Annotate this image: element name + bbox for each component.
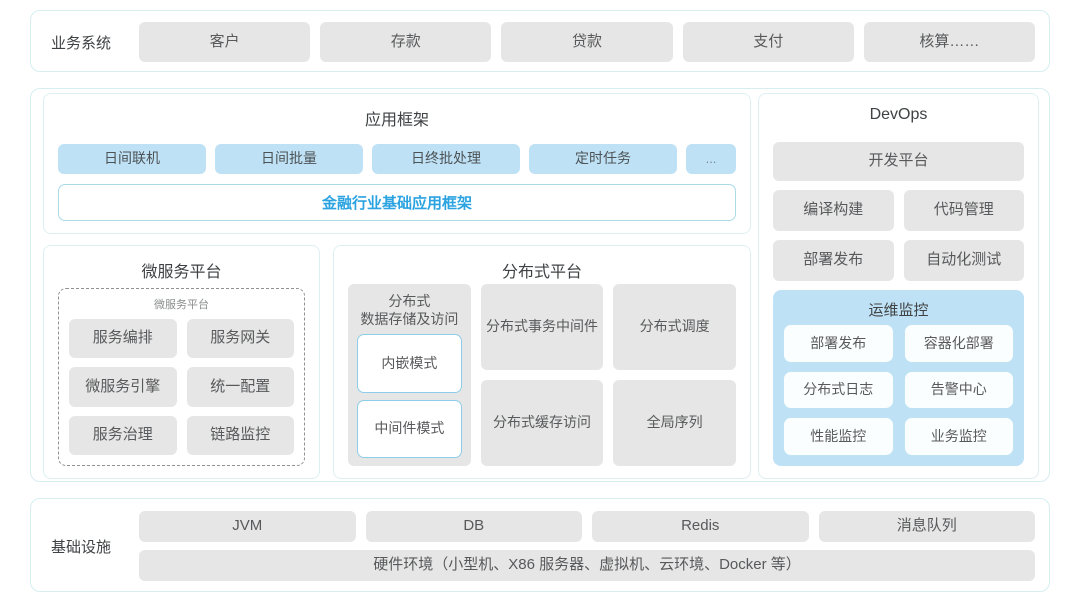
infrastructure-redis[interactable]: Redis [592, 511, 809, 542]
distributed-storage-modes: 内嵌模式 中间件模式 [357, 334, 462, 458]
infrastructure-message-queue[interactable]: 消息队列 [818, 511, 1035, 542]
distributed-platform-panel: 分布式平台 分布式 数据存储及访问 内嵌模式 中间件模式 [333, 245, 751, 479]
ops-business-monitoring[interactable]: 业务监控 [903, 417, 1014, 456]
business-systems-panel: 业务系统 客户 存款 贷款 支付 核算…… [30, 10, 1050, 72]
devops-compile-build[interactable]: 编译构建 [773, 190, 894, 231]
ops-monitoring-title: 运维监控 [868, 302, 929, 319]
platform-right-column: DevOps 开发平台 编译构建 代码管理 部署发布 自动化测试 运维监控 部署… [758, 93, 1039, 479]
distributed-data-storage-caption-line1: 分布式 [388, 293, 431, 309]
global-sequence[interactable]: 全局序列 [613, 380, 736, 466]
distributed-platform-body: 分布式 数据存储及访问 内嵌模式 中间件模式 分布式 事务中间件 [348, 284, 736, 466]
platform-left-column: 应用框架 日间联机 日间批量 日终批处理 定时任务 ... 金融行业基础应用框架… [43, 93, 751, 479]
platform-region: 应用框架 日间联机 日间批量 日终批处理 定时任务 ... 金融行业基础应用框架… [30, 88, 1050, 482]
business-system-customer[interactable]: 客户 [139, 22, 311, 62]
distributed-cache-access-line1: 分布式 [492, 414, 535, 431]
distributed-transaction-middleware[interactable]: 分布式 事务中间件 [480, 284, 604, 370]
app-framework-more-icon[interactable]: ... [686, 144, 736, 174]
business-system-loan[interactable]: 贷款 [501, 22, 673, 62]
distributed-transaction-middleware-line2: 事务中间件 [527, 318, 598, 335]
app-framework-eod-batch[interactable]: 日终批处理 [372, 144, 520, 174]
microservice-platform-grid: 服务编排 服务网关 微服务引擎 统一配置 服务治理 链路监控 [69, 319, 294, 455]
distributed-scheduling[interactable]: 分布式调度 [613, 284, 736, 370]
microservice-platform-panel: 微服务平台 微服务平台 服务编排 服务网关 微服务引擎 统一配置 服务治理 链路… [43, 245, 320, 479]
application-framework-panel: 应用框架 日间联机 日间批量 日终批处理 定时任务 ... 金融行业基础应用框架 [43, 93, 751, 234]
infrastructure-label: 基础设施 [51, 538, 112, 556]
business-system-accounting[interactable]: 核算…… [863, 22, 1036, 62]
storage-middleware-mode[interactable]: 中间件模式 [357, 399, 462, 458]
application-framework-title: 应用框架 [364, 112, 429, 129]
microservice-unified-config[interactable]: 统一配置 [186, 367, 294, 407]
devops-code-management[interactable]: 代码管理 [903, 190, 1024, 231]
distributed-data-storage-box[interactable]: 分布式 数据存储及访问 内嵌模式 中间件模式 [348, 284, 471, 466]
microservice-platform-dashed-box: 微服务平台 服务编排 服务网关 微服务引擎 统一配置 服务治理 链路监控 [58, 288, 305, 466]
app-framework-daytime-batch[interactable]: 日间批量 [215, 144, 363, 174]
distributed-platform-title: 分布式平台 [501, 264, 582, 281]
microservice-platform-inner-title: 微服务平台 [154, 299, 209, 311]
distributed-data-storage-caption-line2: 数据存储及访问 [360, 311, 459, 328]
devops-panel: DevOps 开发平台 编译构建 代码管理 部署发布 自动化测试 运维监控 部署… [758, 93, 1039, 479]
infrastructure-jvm[interactable]: JVM [139, 511, 356, 542]
infrastructure-hardware-environment[interactable]: 硬件环境（小型机、X86 服务器、虚拟机、云环境、Docker 等） [139, 550, 1035, 581]
ops-container-deploy[interactable]: 容器化部署 [903, 324, 1014, 363]
devops-deploy-release[interactable]: 部署发布 [773, 240, 894, 281]
microservice-service-governance[interactable]: 服务治理 [69, 415, 177, 455]
distributed-cache-access-line2: 缓存访问 [534, 414, 591, 431]
business-systems-chip-row: 客户 存款 贷款 支付 核算…… [139, 22, 1036, 62]
ops-monitoring-panel: 运维监控 部署发布 容器化部署 分布式日志 告警中心 性能监控 业务监控 [773, 290, 1024, 466]
storage-embedded-mode[interactable]: 内嵌模式 [357, 334, 462, 393]
devops-dev-platform[interactable]: 开发平台 [773, 142, 1024, 181]
ops-performance-monitoring[interactable]: 性能监控 [783, 417, 894, 456]
distributed-data-storage-caption: 分布式 数据存储及访问 [357, 292, 462, 328]
distributed-transaction-middleware-line1: 分布式 [485, 318, 528, 335]
application-framework-chip-row: 日间联机 日间批量 日终批处理 定时任务 ... [58, 144, 736, 174]
distributed-column-2: 分布式 事务中间件 分布式 缓存访问 [480, 284, 604, 466]
devops-automated-testing[interactable]: 自动化测试 [903, 240, 1024, 281]
microservice-service-orchestration[interactable]: 服务编排 [69, 319, 177, 359]
app-framework-scheduled-task[interactable]: 定时任务 [529, 144, 677, 174]
app-framework-daytime-online[interactable]: 日间联机 [58, 144, 206, 174]
microservice-engine[interactable]: 微服务引擎 [69, 367, 177, 407]
microservice-trace-monitoring[interactable]: 链路监控 [186, 415, 294, 455]
devops-title: DevOps [869, 106, 928, 123]
infrastructure-chip-row: JVM DB Redis 消息队列 [139, 511, 1035, 542]
distributed-cache-access[interactable]: 分布式 缓存访问 [480, 380, 604, 466]
ops-monitoring-grid: 部署发布 容器化部署 分布式日志 告警中心 性能监控 业务监控 [783, 324, 1014, 456]
business-systems-label: 业务系统 [51, 34, 112, 52]
business-system-payment[interactable]: 支付 [682, 22, 854, 62]
infrastructure-panel: 基础设施 JVM DB Redis 消息队列 硬件环境（小型机、X86 服务器、… [30, 498, 1050, 592]
business-system-deposit[interactable]: 存款 [320, 22, 492, 62]
finance-base-framework-bar[interactable]: 金融行业基础应用框架 [58, 184, 736, 221]
ops-alert-center[interactable]: 告警中心 [903, 370, 1014, 410]
infrastructure-db[interactable]: DB [365, 511, 582, 542]
ops-distributed-log[interactable]: 分布式日志 [783, 370, 894, 410]
ops-deploy-release[interactable]: 部署发布 [783, 324, 894, 363]
devops-grid: 编译构建 代码管理 部署发布 自动化测试 [773, 190, 1024, 281]
microservice-platform-title: 微服务平台 [141, 264, 222, 281]
microservice-service-gateway[interactable]: 服务网关 [186, 319, 294, 359]
distributed-column-3: 分布式调度 全局序列 [613, 284, 736, 466]
